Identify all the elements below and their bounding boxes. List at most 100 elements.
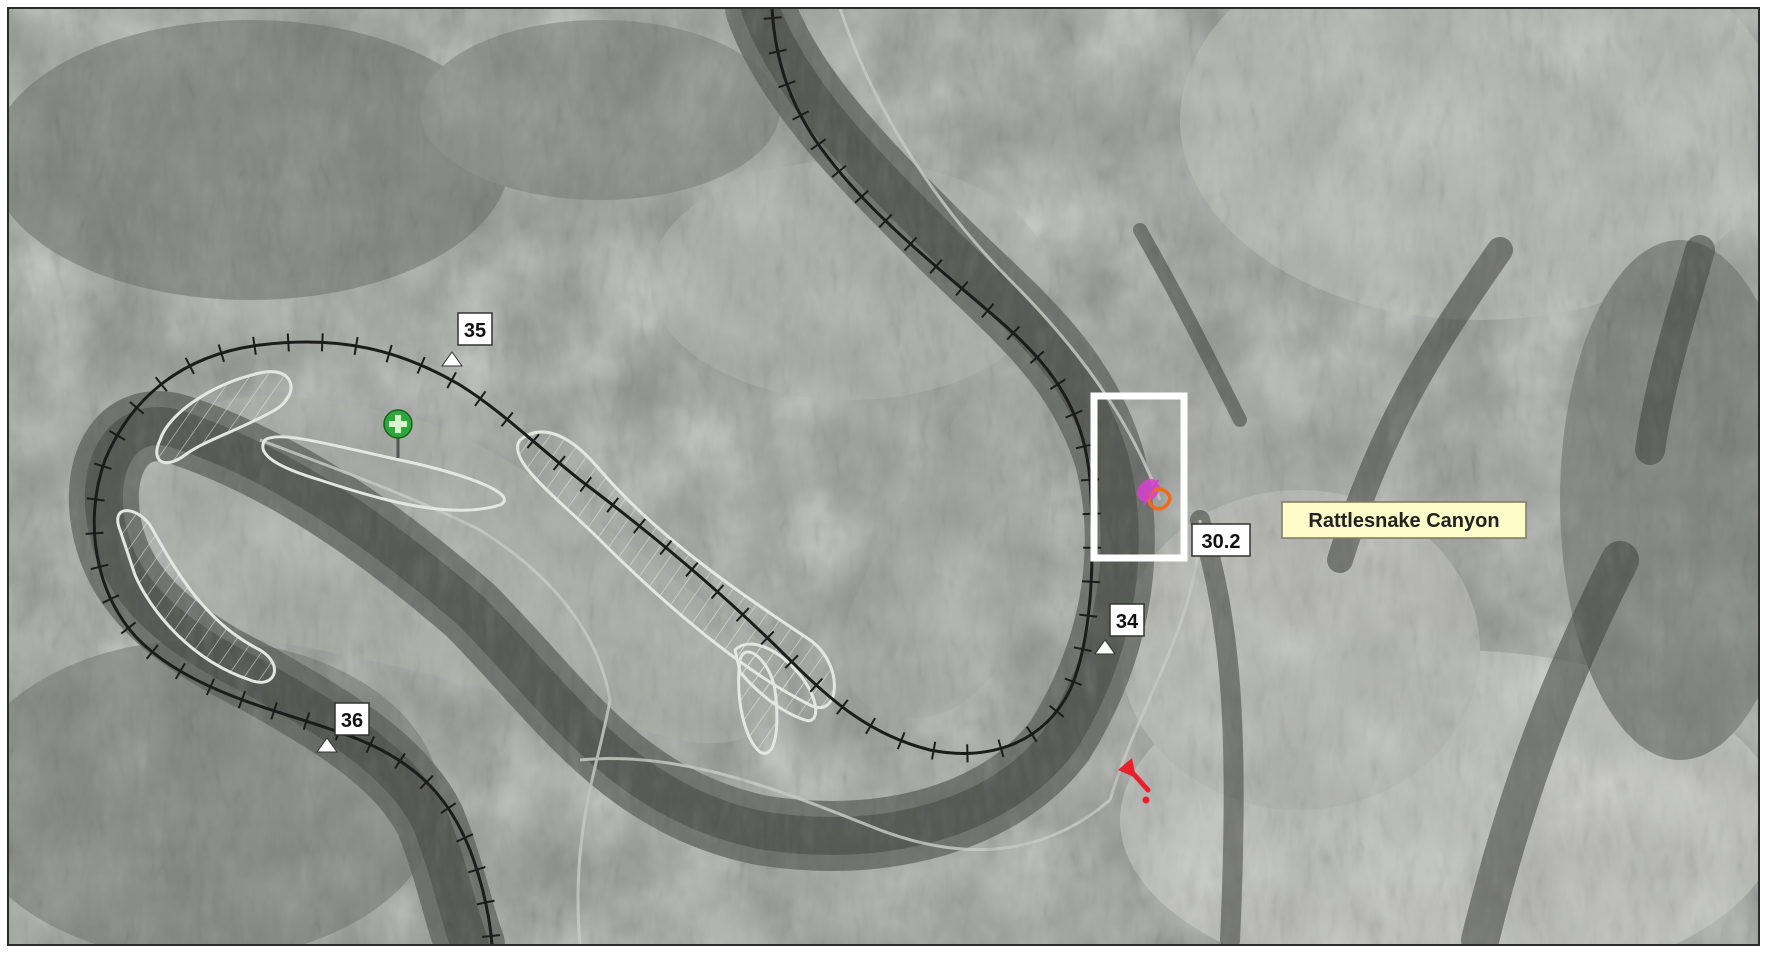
track-tick [579,476,592,493]
track-tick [353,336,359,355]
track-tick [416,356,426,374]
river-mile-label-box [1191,523,1251,557]
place-label-box [1281,501,1527,539]
track-tick [710,584,725,600]
map-border [7,7,1760,946]
river-mile-label-35: 35 [464,320,486,342]
track-tick [90,563,109,571]
track-tick [809,677,824,693]
track-tick [94,462,112,470]
track-tick [1073,646,1092,653]
river-mile-triangle-icon [441,351,463,367]
track-tick [865,717,876,735]
track-tick [1082,580,1101,584]
orange-ring-icon [1147,487,1172,511]
track-tick [878,213,893,228]
track-tick [474,390,487,407]
track-tick [659,539,673,556]
track-tick [1079,613,1098,618]
place-label-rattlesnake-canyon[interactable]: Rattlesnake Canyon [1281,501,1527,539]
magenta-blob-icon [1137,478,1160,502]
river-mile-35[interactable]: 35 [441,312,493,367]
track-tick [476,899,495,906]
river-mile-label-34: 34 [1116,611,1139,633]
red-arrow-icon[interactable] [1118,758,1151,804]
river-mile-label-30-2: 30.2 [1202,531,1241,553]
track-tick [86,497,105,502]
track-tick [252,336,257,355]
track-tick [760,630,775,646]
track-tick [931,741,937,760]
track-tick [440,802,457,815]
track-tick [526,433,540,449]
track-tick [205,678,216,696]
green-plus-marker-icon[interactable] [383,409,413,458]
track-tick [217,344,225,363]
track-tick [145,644,159,660]
sediment-outline-terrace [261,435,506,512]
track-tick [784,654,799,669]
track-tick [385,344,393,363]
sediment-polygon-central [516,430,836,709]
track-tick [836,699,849,715]
track-tick [633,518,646,534]
track-tick [85,531,104,535]
river-mile-34[interactable]: 34 [1094,603,1145,655]
track-tick [763,16,782,20]
track-tick [270,701,278,720]
river-mile-triangle-icon [316,737,338,753]
track-tick [606,497,620,513]
track-tick [896,732,906,750]
magenta-stroke-icon [1143,479,1159,506]
track-tick [120,621,137,635]
track-tick [286,333,290,352]
sediment-polygon-west-upper [155,370,293,465]
study-site-highlight-box[interactable] [1090,392,1188,562]
track-tick [394,752,406,769]
track-tick [456,833,474,843]
track-tick [735,607,750,622]
track-tick [482,934,501,938]
track-tick [184,357,195,375]
track-tick [174,662,186,680]
track-tick [997,739,1005,758]
river-mile-30-2[interactable]: 30.2 [1191,523,1251,557]
track-tick [810,138,827,151]
river-mile-label-box [457,312,493,346]
track-tick [446,371,457,389]
track-tick [792,110,810,121]
track-tick [929,259,943,274]
track-tick [831,164,847,178]
track-tick [1064,677,1083,686]
track-tick [1048,704,1065,718]
track-tick [154,376,168,392]
river-mile-36[interactable]: 36 [316,702,370,753]
track-tick [1049,378,1066,390]
track-tick [1065,409,1083,419]
sediment-polygon-west-lower [116,509,276,684]
river-mile-label-box [334,702,370,736]
track-tick [500,411,514,427]
track-tick [320,333,324,352]
river-mile-triangle-icon [1094,639,1116,655]
place-label-text: Rattlesnake Canyon [1308,510,1499,532]
track-tick [302,712,311,731]
river-mile-label-36: 36 [341,710,363,732]
track-tick [467,865,486,874]
track-tick [552,455,566,471]
track-tick [1006,325,1021,341]
track-tick [419,774,434,790]
track-tick [854,189,869,204]
sediment-polygon-tail [737,650,779,755]
track-tick [955,281,969,297]
track-tick [102,594,120,604]
track-tick [778,80,796,89]
track-tick [1025,726,1038,743]
river-mile-markers: 35 34 36 30.2 [316,312,1251,753]
track-tick [981,303,995,319]
track-tick [903,236,918,252]
sediment-deposits [116,370,836,755]
